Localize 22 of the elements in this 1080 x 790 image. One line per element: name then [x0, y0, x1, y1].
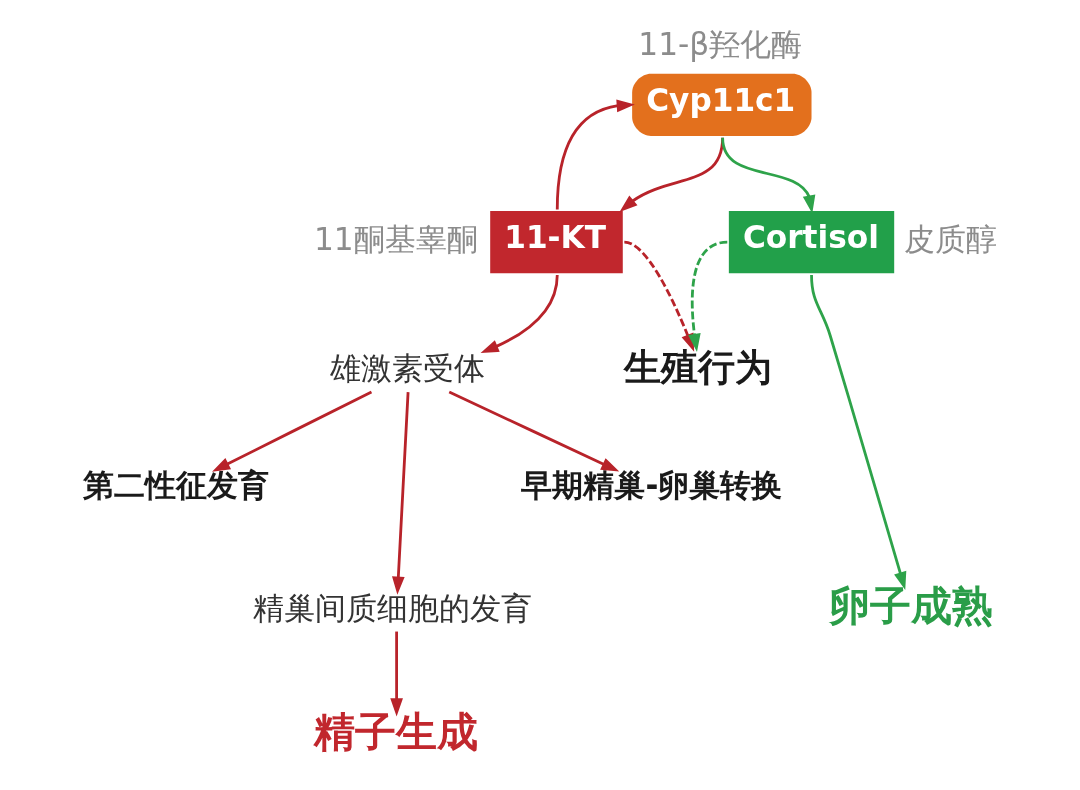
node-box: Cyp11c1 [631, 73, 811, 137]
arrow [720, 137, 815, 214]
node-text: 早期精巢-卵巢转换 [520, 467, 782, 504]
arrow [389, 631, 403, 717]
arrow [480, 274, 559, 353]
arrow [211, 390, 372, 472]
node-label: 11酮基睾酮 [313, 220, 478, 257]
arrow [809, 274, 906, 591]
node-text: 精子生成 [313, 708, 478, 757]
arrow [391, 392, 409, 595]
arrow [448, 390, 619, 472]
node-text: 雄激素受体 [329, 350, 485, 387]
arrow [687, 240, 727, 352]
arrow [555, 99, 635, 210]
node-text: 卵子成熟 [828, 582, 993, 631]
node-text: 生殖行为 [623, 344, 772, 389]
node-text: 第二性征发育 [82, 467, 269, 504]
node-box: 11-KT [489, 210, 623, 274]
node-box: Cortisol [728, 210, 894, 274]
node-label: 皮质醇 [903, 220, 997, 257]
node-text: 精巢间质细胞的发育 [252, 589, 532, 626]
node-label: 11-β羟化酶 [637, 25, 802, 62]
